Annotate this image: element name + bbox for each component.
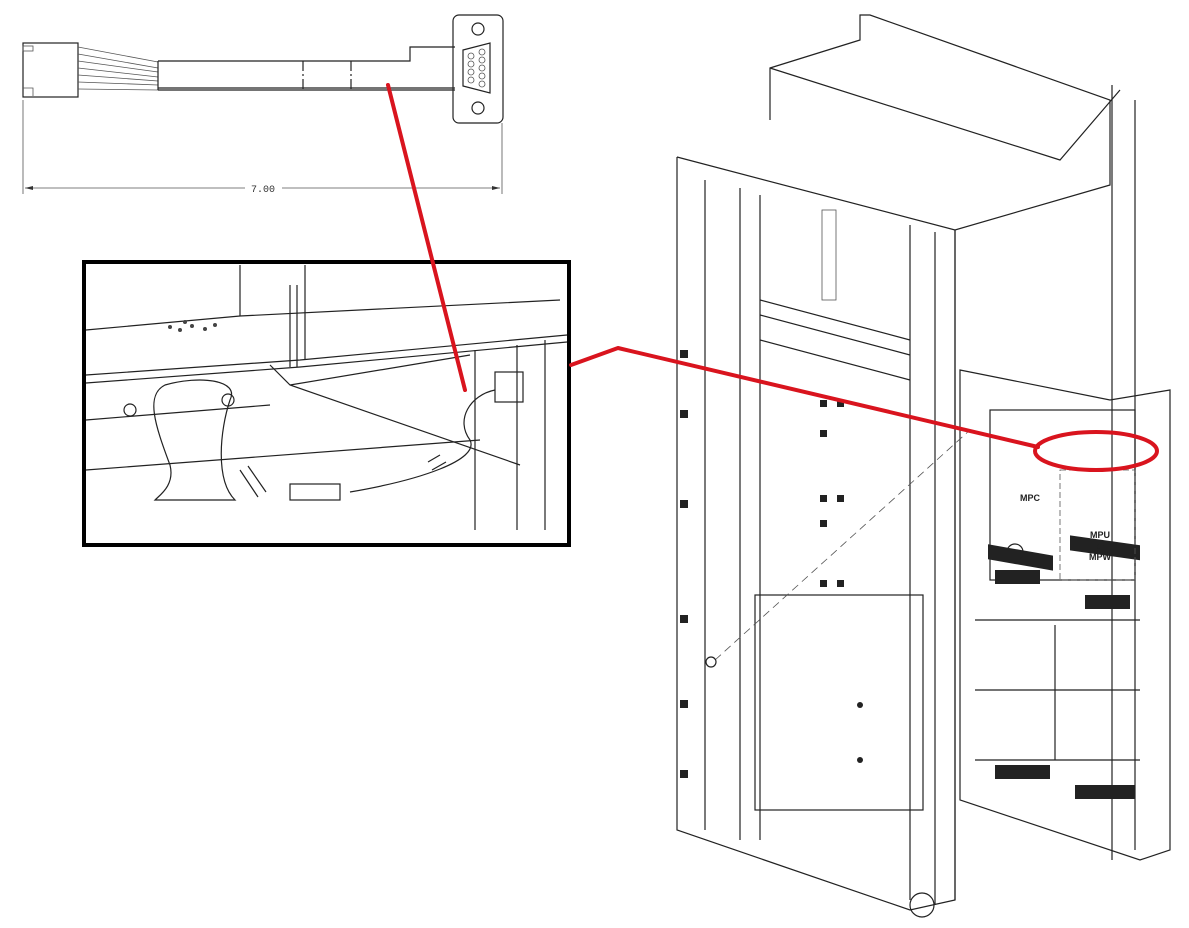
callout-line-cable [386, 83, 467, 392]
mpu-label: MPU [1090, 530, 1110, 540]
rack-rail [821, 209, 837, 301]
detail-inset [82, 260, 571, 547]
access-cover-panel [754, 594, 924, 811]
screw [705, 656, 717, 668]
cable-wires [77, 46, 159, 91]
power-drawer [959, 369, 1171, 861]
cable-body-top [158, 46, 455, 62]
mpc-label: MPC [1020, 493, 1041, 503]
ribbon-cable [153, 379, 237, 501]
db9-port [494, 371, 524, 403]
mpw-label: MPW [1089, 552, 1112, 562]
cabinet: MPC MPU or MPW [676, 14, 1171, 918]
mpu-module [1059, 469, 1136, 581]
caster-wheel [909, 892, 935, 918]
inset-cable [349, 389, 496, 493]
callout-ellipse [1033, 430, 1159, 472]
db9-connector [452, 14, 504, 124]
molex-plug [289, 483, 341, 501]
mpu-or-label: or [1096, 541, 1105, 551]
molex-connector [22, 42, 79, 98]
callout-line-inset [569, 346, 1040, 449]
dimension-label: 7.00 [251, 185, 275, 196]
cable-drawing: 7.00 [22, 14, 504, 196]
screw-leader [714, 429, 971, 661]
